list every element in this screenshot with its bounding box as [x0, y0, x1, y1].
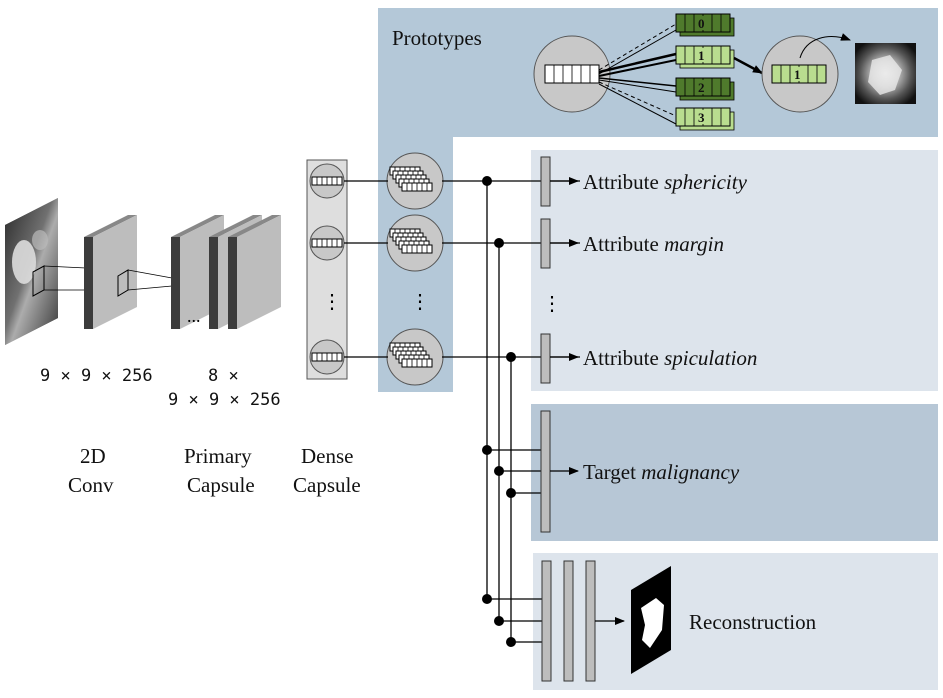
dense-ellipsis: ⋮ [322, 291, 342, 313]
attribute-spiculation-layer [540, 333, 579, 384]
prototype-vector-3: 3 [675, 107, 735, 131]
input-ct-image [5, 198, 58, 345]
capsule-prototype-stack-2 [386, 214, 444, 272]
target-malignancy-layer [540, 410, 579, 533]
primary-label-line2: Capsule [187, 473, 255, 497]
primary-ellipsis: ... [187, 306, 201, 326]
attribute-sphericity-layer [540, 156, 579, 207]
prototype-nodule-image [855, 43, 916, 104]
dense-label-line2: Capsule [293, 473, 361, 497]
conv-label-line2: Conv [68, 473, 114, 497]
attribute-panel [531, 150, 938, 391]
svg-text:1: 1 [794, 67, 801, 82]
prototypes-title: Prototypes [392, 26, 482, 50]
reconstruction-label: Reconstruction [689, 610, 817, 634]
primary-dims-label-2: 9 × 9 × 256 [168, 390, 281, 410]
dense-label-line1: Dense [301, 444, 353, 468]
svg-text:3: 3 [698, 110, 705, 125]
prototype-ellipsis: ⋮ [410, 291, 430, 313]
target-panel [531, 404, 938, 541]
conv-layer-block [84, 215, 137, 329]
attribute-ellipsis: ⋮ [542, 293, 562, 315]
prototype-vector-1: 1 [675, 45, 735, 69]
attribute-sphericity-label: Attribute sphericity [583, 170, 748, 194]
svg-text:0: 0 [698, 16, 705, 31]
dense-capsule-1 [309, 163, 345, 199]
capsule-prototype-stack-n [386, 328, 444, 386]
attribute-margin-layer [540, 218, 579, 269]
attribute-margin-label: Attribute margin [583, 232, 724, 256]
conv-dims-label: 9 × 9 × 256 [40, 366, 153, 386]
attribute-spiculation-label: Attribute spiculation [583, 346, 757, 370]
selected-prototype-capsule: 1 [761, 35, 839, 113]
prototype-vector-2: 2 [675, 77, 735, 101]
target-malignancy-label: Target malignancy [583, 460, 740, 484]
reconstruction-decoder-layers [541, 560, 625, 682]
conv-label-line1: 2D [80, 444, 106, 468]
primary-label-line1: Primary [184, 444, 252, 468]
svg-text:2: 2 [698, 80, 705, 95]
prototype-query-capsule [533, 35, 611, 113]
primary-capsule-blocks [171, 215, 281, 329]
capsule-prototype-stack-1 [386, 152, 444, 210]
primary-dims-label-1: 8 × [208, 366, 239, 386]
dense-capsule-n [309, 339, 345, 375]
reconstruction-mask-image [631, 566, 671, 674]
dense-capsule-2 [309, 225, 345, 261]
prototype-vector-0: 0 [675, 13, 735, 37]
svg-text:1: 1 [698, 48, 705, 63]
